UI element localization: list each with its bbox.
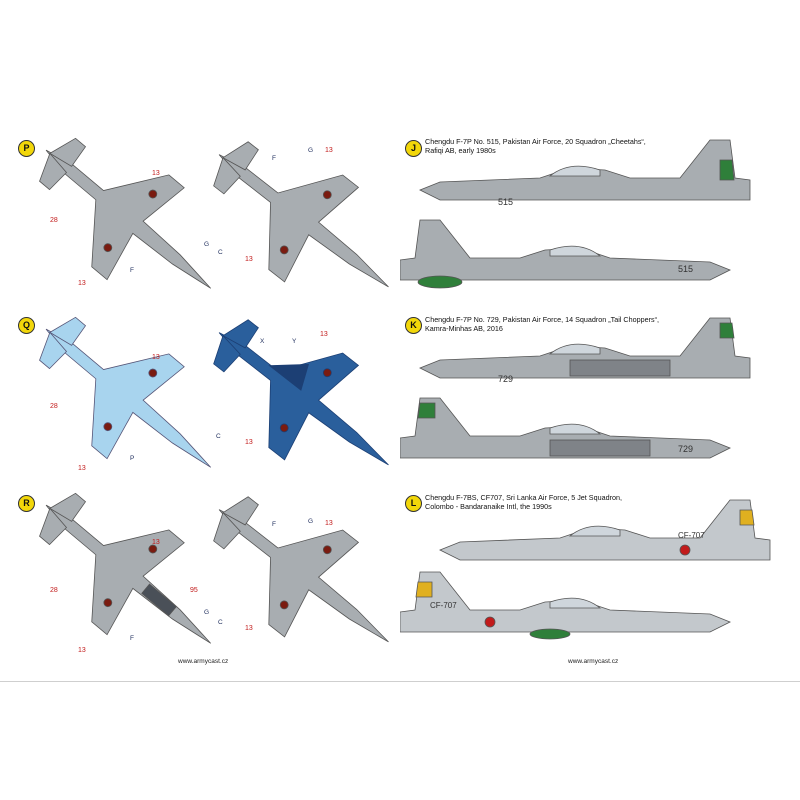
q-underside-view [6,282,250,514]
callout: F [130,267,134,274]
callout: 13 [78,280,86,287]
k-profile-right [400,397,731,459]
serial-top: 729 [498,374,513,384]
callout: G [204,609,209,616]
callout: 13 [152,354,160,361]
callout: C [218,249,223,256]
callout: 13 [320,331,328,338]
left-aircraft-views: 13 28 13 G C F F G 13 13 13 28 13 C P X … [6,130,400,682]
callout: 13 [325,147,333,154]
j-profile-right [400,219,731,289]
serial-bottom: 515 [678,264,693,274]
left-footer: www.armycast.cz [178,658,229,665]
serial-bottom: 729 [678,444,693,454]
callout: 13 [78,465,86,472]
profile-badge-l: L [405,495,422,512]
q-top-view [181,284,400,513]
callout: 13 [245,256,253,263]
callout: G [204,241,209,248]
callout: 28 [50,587,58,594]
callout: 95 [190,587,198,594]
callout: C [216,433,221,440]
bottom-divider [0,681,800,682]
callout: Y [292,338,297,345]
p-top-view [181,130,400,335]
callout: C [218,619,223,626]
l-profile-right [400,571,731,640]
callout: F [272,155,276,162]
callout: 13 [152,170,160,177]
right-aircraft-views: 515 515 729 729 CF-707 [400,139,771,640]
callout: 28 [50,217,58,224]
right-footer: www.armycast.cz [568,658,619,665]
k-profile-left [419,317,751,379]
callout: 13 [78,647,86,654]
p-underside-view [6,130,250,335]
serial-top: 515 [498,197,513,207]
callout: X [260,338,265,345]
callout: F [272,521,276,528]
callout: 13 [325,520,333,527]
profile-badge-r: R [18,495,35,512]
callout: 13 [152,539,160,546]
serial-bottom: CF-707 [430,601,457,610]
callout: 28 [50,403,58,410]
profile-title-l: Chengdu F-7BS, CF707, Sri Lanka Air Forc… [425,493,622,511]
j-profile-left [419,139,751,201]
r-top-view [181,461,400,682]
profile-title-k: Chengdu F-7P No. 729, Pakistan Air Force… [425,315,659,333]
callout: P [130,455,134,462]
profile-badge-q: Q [18,317,35,334]
r-underside-view [6,458,250,682]
l-profile-left [439,499,771,561]
profile-badge-k: K [405,317,422,334]
profile-badge-p: P [18,140,35,157]
callout: G [308,147,313,154]
callout: 13 [245,439,253,446]
decal-instruction-sheet: P Q R [0,130,800,682]
callout: F [130,635,134,642]
profile-title-j: Chengdu F-7P No. 515, Pakistan Air Force… [425,137,646,155]
callout: 13 [245,625,253,632]
callout: G [308,518,313,525]
profile-badge-j: J [405,140,422,157]
serial-top: CF-707 [678,531,705,540]
